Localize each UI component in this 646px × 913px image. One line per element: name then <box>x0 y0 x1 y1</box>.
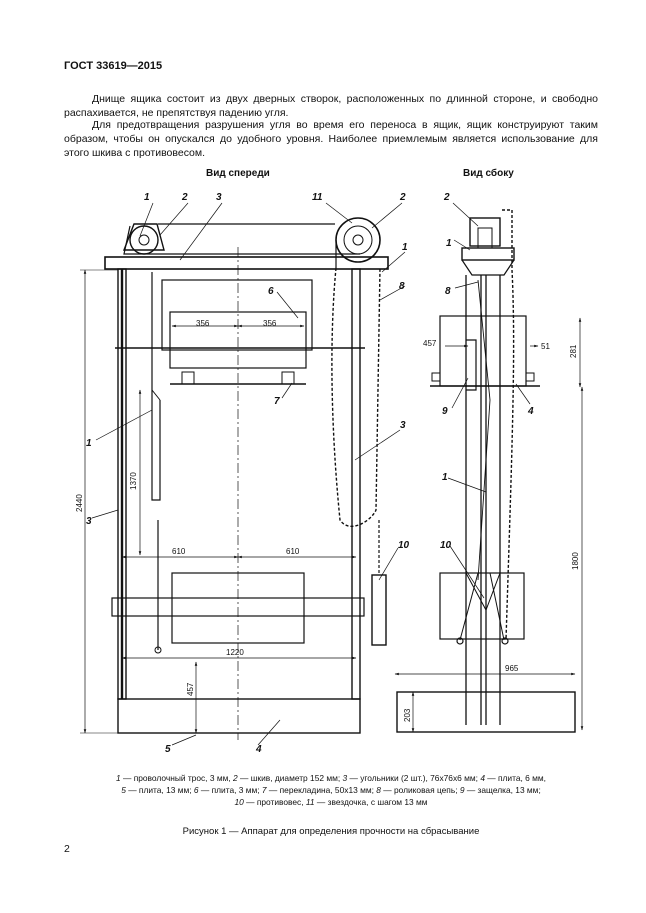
paragraph-1: Днище ящика состоит из двух дверных ство… <box>64 93 598 119</box>
legend-line-1: 1 — проволочный трос, 3 мм, 2 — шкив, ди… <box>64 772 598 784</box>
legend-text: — плита, 13 мм; <box>125 785 194 795</box>
front-label-7: 7 <box>274 396 280 407</box>
legend-text: — звездочка, с шагом 13 мм <box>314 797 428 807</box>
front-label-3b: 3 <box>400 420 406 431</box>
side-label-10: 10 <box>440 540 452 551</box>
legend-number: 8 <box>376 785 381 795</box>
front-label-6: 6 <box>268 286 274 297</box>
side-label-4: 4 <box>527 406 534 417</box>
front-label-8: 8 <box>399 281 405 292</box>
legend-text: — перекладина, 50х13 мм; <box>266 785 377 795</box>
legend-text: — проволочный трос, 3 мм, <box>120 773 233 783</box>
legend-number: 6 <box>193 785 199 795</box>
side-label-2: 2 <box>443 192 450 203</box>
front-label-1: 1 <box>144 192 150 203</box>
figure-caption: Рисунок 1 — Аппарат для определения проч… <box>182 826 480 837</box>
dim-965: 965 <box>505 664 519 673</box>
front-view <box>80 202 406 746</box>
side-label-1b: 1 <box>442 472 448 483</box>
legend-number: 10 <box>234 797 244 807</box>
front-label-2b: 2 <box>399 192 406 203</box>
legend-line-2: 5 — плита, 13 мм; 6 — плита, 3 мм; 7 — п… <box>64 784 598 796</box>
legend-number: 3 <box>342 773 348 783</box>
side-view-title: Вид сбоку <box>463 168 514 179</box>
front-label-10: 10 <box>398 540 410 551</box>
legend-line-3: 10 — противовес, 11 — звездочка, с шагом… <box>64 796 598 808</box>
front-view-title: Вид спереди <box>206 168 270 179</box>
legend-number: 9 <box>459 785 465 795</box>
dim-203: 203 <box>403 708 412 722</box>
legend-number: 2 <box>233 773 238 783</box>
legend-text: — роликовая цепь; <box>380 785 460 795</box>
dim-356-right: 356 <box>263 319 277 328</box>
front-label-4: 4 <box>255 744 262 755</box>
legend-number: 7 <box>261 785 267 795</box>
dim-1370: 1370 <box>129 472 138 490</box>
legend-text: — плита, 3 мм; <box>198 785 262 795</box>
front-label-11: 11 <box>312 192 323 203</box>
front-label-5: 5 <box>165 744 171 755</box>
dim-281: 281 <box>569 344 578 358</box>
side-label-1: 1 <box>446 238 452 249</box>
dim-610-right: 610 <box>286 547 300 556</box>
legend-text: — шкив, диаметр 152 мм; <box>237 773 343 783</box>
document-header: ГОСТ 33619—2015 <box>64 60 163 72</box>
front-label-1b: 1 <box>402 242 408 253</box>
legend-text: — плита, 6 мм, <box>484 773 546 783</box>
dim-457-side: 457 <box>423 339 437 348</box>
legend-text: — противовес, <box>243 797 306 807</box>
legend-number: 4 <box>480 773 485 783</box>
page-number: 2 <box>64 843 70 855</box>
dim-610-left: 610 <box>172 547 186 556</box>
side-view <box>394 202 584 733</box>
side-label-9: 9 <box>442 406 448 417</box>
legend-number: 11 <box>305 797 315 807</box>
front-label-1c: 1 <box>86 438 92 449</box>
apparatus-drawing: 1 2 3 11 2 1 8 6 7 1 3 3 10 5 4 356 356 … <box>75 192 584 755</box>
side-label-8: 8 <box>445 286 451 297</box>
dim-1800: 1800 <box>571 552 580 570</box>
legend-number: 1 <box>116 773 121 783</box>
front-label-2: 2 <box>181 192 188 203</box>
legend-number: 5 <box>121 785 126 795</box>
paragraph-2: Для предотвращения разрушения угля во вр… <box>64 119 598 159</box>
legend-text: — защелка, 13 мм; <box>464 785 541 795</box>
dim-457-front: 457 <box>186 682 195 696</box>
front-label-3: 3 <box>216 192 222 203</box>
dim-2440: 2440 <box>75 494 84 512</box>
front-label-3c: 3 <box>86 516 92 527</box>
dim-1220: 1220 <box>226 648 244 657</box>
dim-356-left: 356 <box>196 319 210 328</box>
legend-text: — угольники (2 шт.), 76х76х6 мм; <box>347 773 481 783</box>
dim-51: 51 <box>541 342 550 351</box>
